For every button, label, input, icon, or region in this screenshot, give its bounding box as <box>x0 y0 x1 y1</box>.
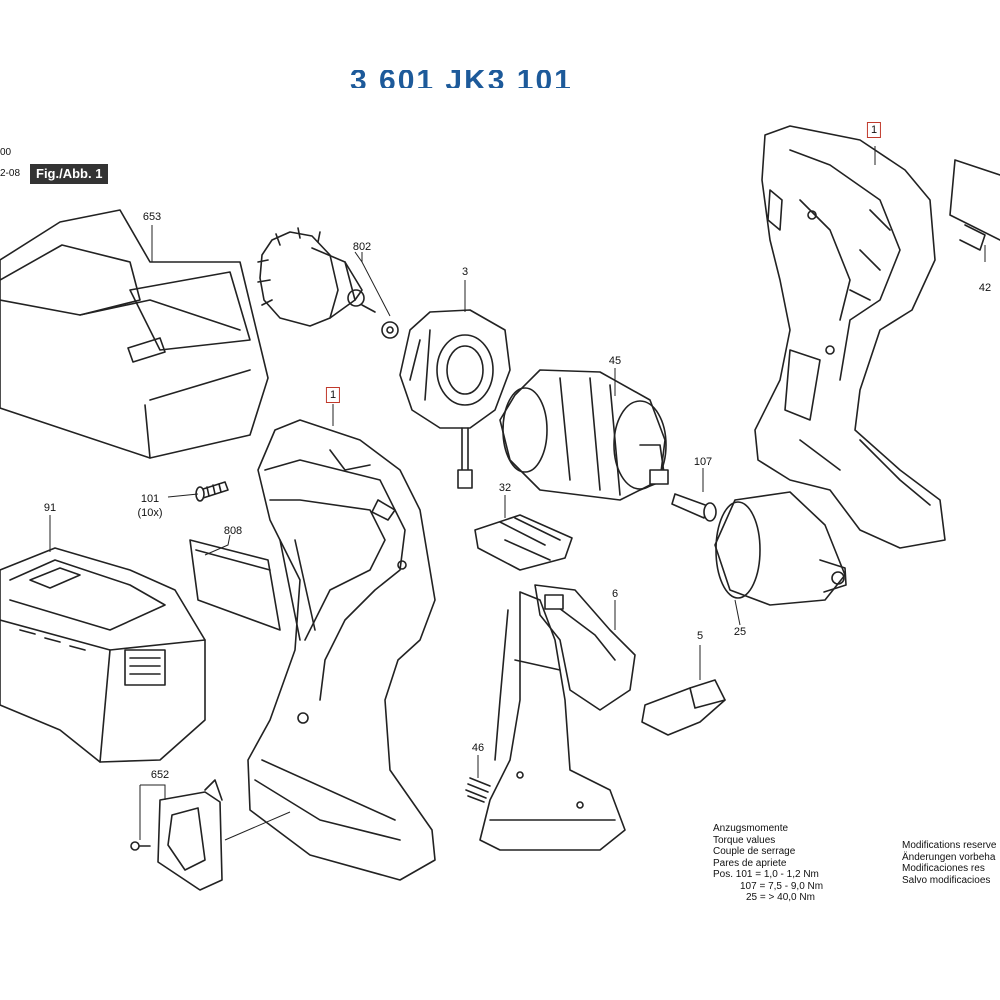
chuck-part-25 <box>714 491 847 606</box>
switch-part-6 <box>534 584 636 711</box>
torque-line-2: Torque values <box>713 834 776 846</box>
part-number-802: 802 <box>352 241 372 253</box>
switch-slider-part-32 <box>474 514 573 571</box>
figure-label: Fig./Abb. 1 <box>30 164 109 184</box>
belt-clip-part-652 <box>157 779 223 891</box>
part-number-5: 5 <box>696 630 704 642</box>
part-number-652: 652 <box>150 769 170 781</box>
leader-lines <box>49 146 986 841</box>
part-number-1-top: 1 <box>866 122 882 138</box>
part-number-45: 45 <box>608 355 622 367</box>
part-number-32: 32 <box>498 482 512 494</box>
screw-part-101 <box>195 481 229 502</box>
mods-line-2: Änderungen vorbeha <box>902 851 996 863</box>
cover-part-42 <box>949 159 1000 251</box>
screw-part-107 <box>671 493 717 522</box>
part-number-3: 3 <box>461 266 469 278</box>
meta-date: 2-08 <box>0 168 21 179</box>
spring-part-46 <box>465 777 491 803</box>
part-number-46: 46 <box>471 742 485 754</box>
housing-half-left-part-1 <box>247 419 436 881</box>
gear-housing-part-3 <box>399 309 511 489</box>
mods-line-1: Modifications reserve <box>902 840 997 851</box>
housing-half-right-part-1 <box>754 125 946 549</box>
mods-line-4: Salvo modificacioes <box>902 874 991 886</box>
gearbox-part-45 <box>499 369 669 501</box>
torque-line-5: Pos. 101 = 1,0 - 1,2 Nm <box>713 869 819 880</box>
label-part-808 <box>189 539 281 631</box>
charger-part-653 <box>0 209 269 459</box>
mods-line-3: Modificaciones res <box>902 863 985 874</box>
part-number-101: 101 <box>140 493 160 505</box>
switch-frame <box>479 591 626 851</box>
part-number-91: 91 <box>43 502 57 514</box>
motor-part-802 <box>257 227 399 339</box>
part-number-6: 6 <box>611 588 619 600</box>
torque-line-1: Anzugsmomente <box>713 823 789 834</box>
torque-line-7: 25 = > 40,0 Nm <box>746 892 815 903</box>
torque-line-6: 107 = 7,5 - 9,0 Nm <box>740 880 824 892</box>
part-number-42: 42 <box>978 282 992 294</box>
torque-line-4: Pares de apriete <box>713 857 787 869</box>
torque-values-note: Anzugsmomente Torque values Couple de se… <box>713 823 823 904</box>
part-number-101-qty: (10x) <box>137 507 163 519</box>
document-title: 3 601 JK3 101 <box>350 70 573 88</box>
part-number-25: 25 <box>733 626 747 638</box>
part-number-808: 808 <box>223 525 243 537</box>
meta-top: 00 <box>0 147 12 158</box>
modifications-note: Modifications reserve Änderungen vorbeha… <box>902 840 996 886</box>
torque-line-3: Couple de serrage <box>713 846 796 857</box>
battery-pack-part-91 <box>0 547 206 763</box>
clip-screw <box>130 841 151 851</box>
part-number-107: 107 <box>693 456 713 468</box>
button-part-5 <box>641 679 726 736</box>
part-number-653: 653 <box>142 211 162 223</box>
part-number-1-mid: 1 <box>325 387 341 403</box>
